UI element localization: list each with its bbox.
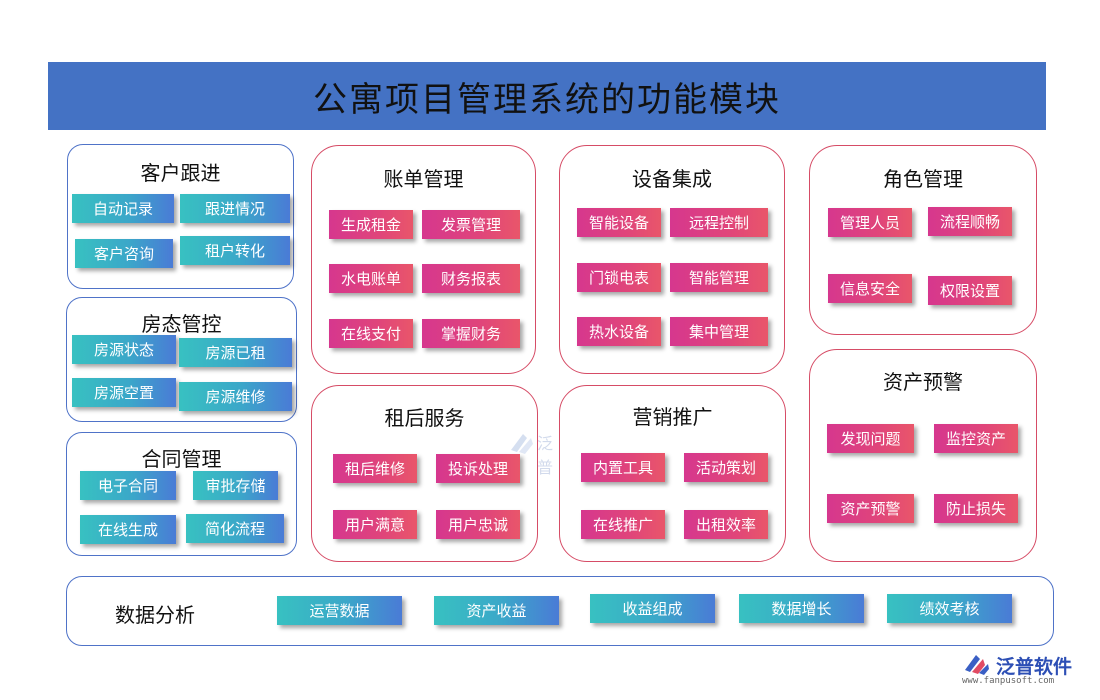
item-button[interactable]: 在线推广 [581, 510, 665, 539]
logo-name: 泛普软件 [996, 656, 1073, 678]
item-button[interactable]: 热水设备 [577, 317, 661, 346]
item-button[interactable]: 房源状态 [72, 335, 176, 364]
fanpu-watermark: 泛普 [507, 428, 567, 477]
module-equipment: 设备集成 智能设备 远程控制 门锁电表 智能管理 热水设备 集中管理 [559, 145, 785, 374]
module-billing: 账单管理 生成租金 发票管理 水电账单 财务报表 在线支付 掌握财务 [311, 145, 536, 374]
module-aftersale: 租后服务 租后维修 投诉处理 用户满意 用户忠诚 [311, 385, 538, 562]
module-asset: 资产预警 发现问题 监控资产 资产预警 防止损失 [809, 349, 1037, 562]
item-button[interactable]: 资产预警 [827, 494, 914, 523]
item-button[interactable]: 房源已租 [179, 338, 292, 367]
module-analysis: 数据分析 运营数据 资产收益 收益组成 数据增长 绩效考核 [66, 576, 1054, 646]
fanpu-logo-icon [965, 655, 989, 675]
module-title: 合同管理 [141, 447, 222, 471]
item-button[interactable]: 集中管理 [670, 317, 768, 346]
item-button[interactable]: 内置工具 [581, 453, 665, 482]
item-button[interactable]: 房源空置 [72, 378, 176, 407]
module-title: 营销推广 [632, 405, 713, 429]
item-button[interactable]: 自动记录 [72, 194, 174, 223]
module-title: 账单管理 [383, 167, 464, 191]
item-button[interactable]: 水电账单 [329, 264, 413, 293]
module-title: 数据分析 [115, 603, 195, 627]
module-title: 客户跟进 [140, 161, 221, 185]
item-button[interactable]: 简化流程 [186, 514, 284, 543]
module-marketing: 营销推广 内置工具 活动策划 在线推广 出租效率 [559, 385, 786, 562]
watermark-text: 泛普 [537, 434, 554, 477]
item-button[interactable]: 客户咨询 [75, 239, 173, 268]
item-button[interactable]: 审批存储 [193, 471, 278, 500]
module-title: 房态管控 [141, 312, 222, 336]
item-button[interactable]: 权限设置 [928, 276, 1012, 305]
item-button[interactable]: 门锁电表 [577, 263, 661, 292]
item-button[interactable]: 租后维修 [333, 454, 417, 483]
item-button[interactable]: 智能设备 [577, 208, 661, 237]
module-role: 角色管理 管理人员 流程顺畅 信息安全 权限设置 [809, 145, 1037, 335]
fanpu-logo[interactable]: 泛普软件 www.fanpusoft.com [962, 652, 1092, 690]
item-button[interactable]: 管理人员 [828, 208, 912, 237]
item-button[interactable]: 出租效率 [684, 510, 768, 539]
logo-url: www.fanpusoft.com [962, 676, 1055, 686]
item-button[interactable]: 绩效考核 [887, 594, 1012, 623]
item-button[interactable]: 活动策划 [684, 453, 768, 482]
item-button[interactable]: 投诉处理 [436, 454, 520, 483]
item-button[interactable]: 在线支付 [329, 319, 413, 348]
module-customer: 客户跟进 自动记录 跟进情况 客户咨询 租户转化 [67, 144, 294, 289]
module-title: 租后服务 [384, 406, 465, 430]
item-button[interactable]: 监控资产 [934, 424, 1018, 453]
item-button[interactable]: 数据增长 [739, 594, 864, 623]
fanpu-watermark-icon [511, 434, 533, 454]
item-button[interactable]: 房源维修 [179, 382, 292, 411]
page-title: 公寓项目管理系统的功能模块 [48, 62, 1046, 130]
item-button[interactable]: 财务报表 [422, 264, 520, 293]
item-button[interactable]: 电子合同 [80, 471, 176, 500]
module-title: 设备集成 [632, 167, 712, 191]
item-button[interactable]: 生成租金 [329, 210, 413, 239]
item-button[interactable]: 防止损失 [934, 494, 1018, 523]
item-button[interactable]: 在线生成 [80, 515, 176, 544]
module-title: 角色管理 [883, 167, 963, 191]
item-button[interactable]: 智能管理 [670, 263, 768, 292]
module-room: 房态管控 房源状态 房源已租 房源空置 房源维修 [66, 297, 297, 422]
item-button[interactable]: 远程控制 [670, 208, 768, 237]
item-button[interactable]: 租户转化 [180, 236, 290, 265]
module-contract: 合同管理 电子合同 审批存储 在线生成 简化流程 [66, 432, 297, 556]
item-button[interactable]: 运营数据 [277, 596, 402, 625]
item-button[interactable]: 跟进情况 [180, 194, 290, 223]
item-button[interactable]: 资产收益 [434, 596, 559, 625]
item-button[interactable]: 用户忠诚 [436, 510, 520, 539]
item-button[interactable]: 流程顺畅 [928, 207, 1012, 236]
item-button[interactable]: 掌握财务 [422, 319, 520, 348]
item-button[interactable]: 发票管理 [422, 210, 520, 239]
item-button[interactable]: 信息安全 [828, 274, 912, 303]
item-button[interactable]: 收益组成 [590, 594, 715, 623]
module-title: 资产预警 [883, 370, 963, 394]
item-button[interactable]: 发现问题 [827, 424, 914, 453]
item-button[interactable]: 用户满意 [333, 510, 417, 539]
